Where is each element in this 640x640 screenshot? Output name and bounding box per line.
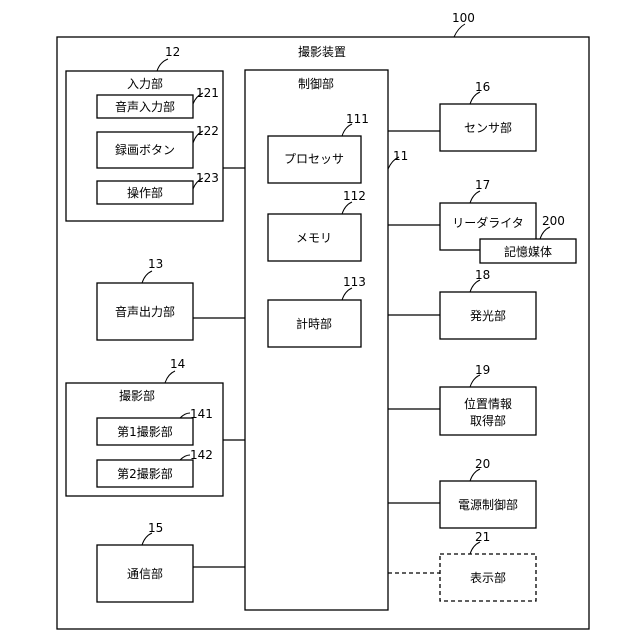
leader-112 [342,202,352,214]
imaging-1-label: 第1撮影部 [117,424,173,439]
record-button-label: 録画ボタン [115,142,175,157]
leader-17 [470,191,480,203]
ref-14: 14 [170,357,185,371]
control-unit-box [245,70,388,610]
communication-label: 通信部 [127,566,163,581]
ref-15: 15 [148,521,163,535]
timer-label: 計時部 [296,316,332,331]
storage-medium-label: 記憶媒体 [504,244,552,259]
ref-17: 17 [475,178,490,192]
processor-label: プロセッサ [284,152,344,166]
control-unit-label: 制御部 [298,76,334,91]
leader-12 [157,59,168,71]
ref-13: 13 [148,257,163,271]
ref-123: 123 [196,171,219,185]
ref-121: 121 [196,86,219,100]
sensor-label: センサ部 [464,120,512,135]
ref-113: 113 [343,275,366,289]
ref-19: 19 [475,363,490,377]
operation-unit-label: 操作部 [127,185,163,200]
ref-142: 142 [190,448,213,462]
audio-input-label: 音声入力部 [115,99,175,114]
ref-112: 112 [343,189,366,203]
ref-141: 141 [190,407,213,421]
ref-111: 111 [346,112,369,126]
memory-label: メモリ [296,231,332,245]
reader-writer-label: リーダライタ [452,215,524,230]
audio-output-label: 音声出力部 [115,304,175,319]
imaging-2-label: 第2撮影部 [117,466,173,481]
power-control-label: 電源制御部 [458,497,518,512]
ref-21: 21 [475,530,490,544]
ref-122: 122 [196,124,219,138]
ref-12: 12 [165,45,180,59]
device-label: 撮影装置 [298,45,346,59]
ref-18: 18 [475,268,490,282]
ref-100: 100 [452,11,475,25]
display-label: 表示部 [470,570,506,585]
leader-14 [165,371,175,383]
input-unit-label: 入力部 [127,76,163,91]
leader-142 [180,455,190,460]
leader-100 [454,24,465,37]
leader-113 [342,288,352,300]
ref-200: 200 [542,214,565,228]
ref-20: 20 [475,457,490,471]
imaging-unit-label: 撮影部 [119,388,155,403]
ref-11: 11 [393,149,408,163]
location-label-line1: 位置情報 [464,396,512,411]
ref-16: 16 [475,80,490,94]
leader-200 [540,227,550,239]
leader-141 [180,413,190,418]
location-label-line2: 取得部 [470,413,506,428]
light-emitter-label: 発光部 [470,308,506,323]
leader-13 [142,271,152,283]
